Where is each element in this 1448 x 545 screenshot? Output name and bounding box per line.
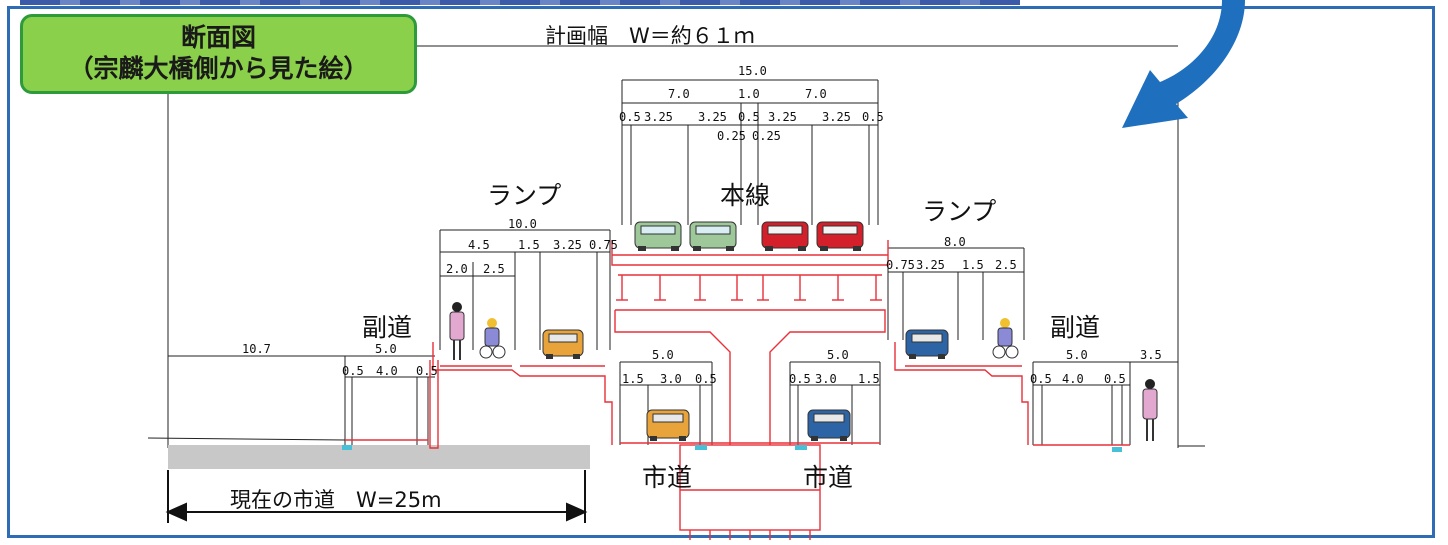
dim-label: 2.5: [995, 258, 1017, 272]
dim-label: 0.5: [342, 364, 364, 378]
dim-label: 3.25: [644, 110, 673, 124]
dim-label: 0.5: [738, 110, 760, 124]
curved-arrow-icon: [1122, 0, 1245, 128]
dim-label: 0.5: [416, 364, 438, 378]
dim-label: 0.25: [752, 129, 781, 143]
dim-label: 0.5: [1104, 372, 1126, 386]
ramp-left-label: ランプ: [487, 181, 562, 210]
dim-label: 5.0: [375, 342, 397, 356]
dim-label: 2.5: [483, 262, 505, 276]
cyclist-icon: [992, 318, 1019, 359]
car-icon: [646, 409, 690, 441]
dim-label: 0.75: [589, 238, 618, 252]
dim-label: 0.5: [695, 372, 717, 386]
ramp-right-label: ランプ: [922, 197, 997, 226]
dim-label: 3.25: [553, 238, 582, 252]
car-icon: [689, 221, 737, 251]
dim-label: 3.0: [660, 372, 682, 386]
current-road-label: 現在の市道 W=25m: [230, 488, 442, 512]
car-icon: [807, 409, 851, 441]
dim-label: 3.25: [822, 110, 851, 124]
dim-label: 0.5: [789, 372, 811, 386]
dim-label: 5.0: [827, 348, 849, 362]
dim-label: 7.0: [805, 87, 827, 101]
car-icon: [905, 329, 949, 359]
dim-label: 1.0: [738, 87, 760, 101]
main-line-label: 本線: [720, 181, 771, 210]
dim-label: 1.5: [962, 258, 984, 272]
dim-label: 3.25: [916, 258, 945, 272]
plan-width-label: 計画幅 W＝約６１ｍ: [545, 24, 755, 48]
main-line-cars: [634, 221, 864, 251]
viaduct-structure: [345, 240, 1130, 540]
dim-label: 0.75: [886, 258, 915, 272]
section-title-box: 断面図 （宗麟大橋側から見た絵）: [20, 14, 417, 94]
car-icon: [634, 221, 682, 251]
pedestrian-icon: [1142, 379, 1158, 441]
dim-label: 3.25: [698, 110, 727, 124]
car-icon: [816, 221, 864, 251]
dim-label: 4.5: [468, 238, 490, 252]
dim-label: 0.5: [862, 110, 884, 124]
dim-label: 1.5: [622, 372, 644, 386]
dim-label: 0.5: [619, 110, 641, 124]
side-road-left-label: 副道: [362, 313, 413, 342]
diagram-frame: [7, 6, 1435, 538]
current-road-arrow: [165, 470, 588, 523]
existing-road-bar: [168, 445, 590, 469]
dim-label: 2.0: [446, 262, 468, 276]
dim-label: 5.0: [652, 348, 674, 362]
cyclist-icon: [479, 318, 506, 359]
dim-label: 15.0: [738, 64, 767, 78]
dim-label: 7.0: [668, 87, 690, 101]
top-banner-strip: [20, 0, 1020, 5]
dim-label: 0.25: [717, 129, 746, 143]
dim-label: 3.5: [1140, 348, 1162, 362]
dim-label: 5.0: [1066, 348, 1088, 362]
pedestrian-icon: [449, 302, 465, 360]
city-road-left-label: 市道: [642, 463, 693, 492]
dim-label: 8.0: [944, 235, 966, 249]
dim-label: 1.5: [858, 372, 880, 386]
dim-label: 0.5: [1030, 372, 1052, 386]
dim-label: 10.7: [242, 342, 271, 356]
dim-label: 3.25: [768, 110, 797, 124]
dim-label: 10.0: [508, 217, 537, 231]
section-subtitle: （宗麟大橋側から見た絵）: [68, 54, 369, 83]
side-road-right-label: 副道: [1050, 313, 1101, 342]
car-icon: [761, 221, 809, 251]
city-road-right-label: 市道: [803, 463, 854, 492]
section-title: 断面図: [180, 23, 256, 52]
dim-label: 4.0: [376, 364, 398, 378]
dim-label: 1.5: [518, 238, 540, 252]
car-icon: [542, 329, 584, 359]
dim-label: 3.0: [815, 372, 837, 386]
dim-label: 4.0: [1062, 372, 1084, 386]
